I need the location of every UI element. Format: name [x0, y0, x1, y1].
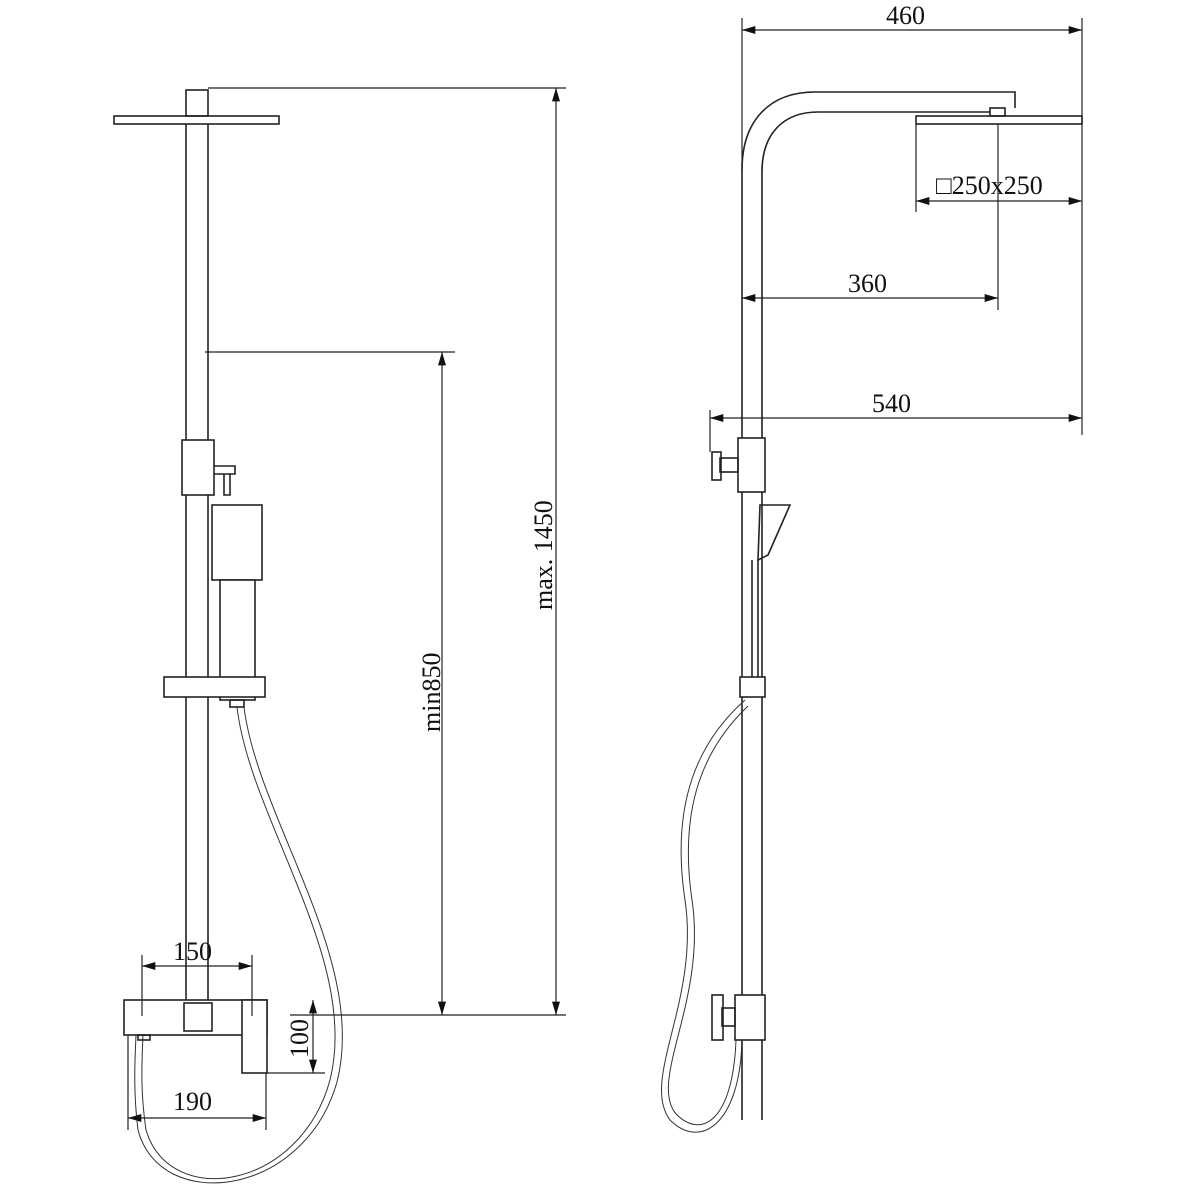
slider-holder-side [739, 676, 766, 698]
lock-lever [214, 465, 236, 496]
dim-min-height: min850 [417, 653, 446, 732]
front-view: max. 1450 min850 150 100 190 [113, 87, 566, 1184]
height-adjust-block-side [737, 437, 766, 493]
dim-360: 360 [848, 269, 887, 298]
rain-shower-head [113, 115, 280, 125]
dim-100: 100 [285, 1019, 314, 1058]
dim-460: 460 [886, 1, 925, 30]
shower-hose-side [661, 699, 746, 1133]
side-view: 460 □250x250 360 540 [661, 1, 1083, 1133]
hand-shower-head [211, 504, 263, 581]
rain-shower-head-side [915, 115, 1083, 125]
lock-knob [711, 451, 722, 481]
head-connector [185, 89, 209, 117]
shower-arm [741, 91, 1016, 1000]
dim-max-height: max. 1450 [529, 500, 558, 610]
diverter-knob [711, 994, 724, 1041]
dim-150: 150 [173, 937, 212, 966]
slider-holder [163, 676, 266, 698]
height-adjust-block [181, 439, 215, 496]
dim-head-size: □250x250 [936, 171, 1043, 200]
diverter-body [734, 994, 766, 1041]
hand-shower-side [757, 504, 792, 562]
mixer-handle [241, 999, 268, 1074]
shower-hose [141, 706, 336, 1180]
dim-190: 190 [173, 1087, 212, 1116]
dim-540: 540 [872, 389, 911, 418]
